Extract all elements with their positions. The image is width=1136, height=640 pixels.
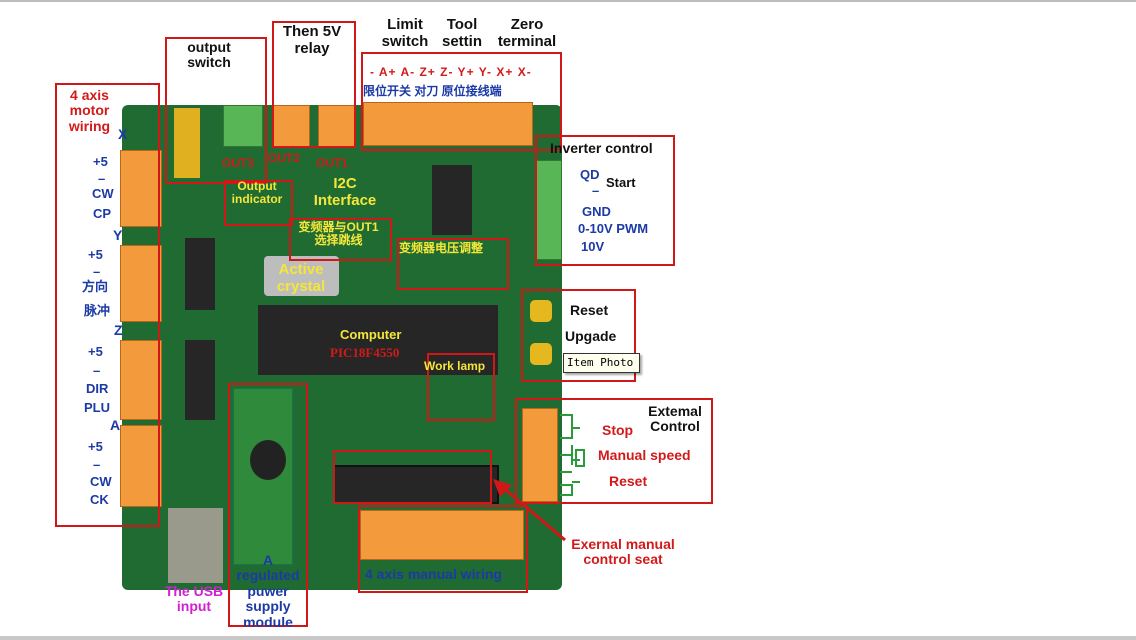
usb-port <box>168 508 223 583</box>
power-module-label: A regulated puwer supply module <box>236 552 300 630</box>
output-indicator-label: Output indicator <box>231 179 283 207</box>
axis-z-label: Z <box>114 322 123 338</box>
output-switch-label: output switch <box>187 39 231 71</box>
inductor <box>250 440 286 480</box>
terminal-x <box>120 150 162 227</box>
tool-setting-label: Tool settin <box>441 16 482 50</box>
pin-label: DIR <box>86 381 109 396</box>
pin-label: CW <box>90 474 112 489</box>
ic-chip <box>185 238 215 310</box>
mcu-chip <box>258 305 498 375</box>
limit-switch-label: Limit switch <box>381 16 429 50</box>
axis-y-label: Y <box>113 227 123 243</box>
ic-chip <box>432 165 472 235</box>
upgrade-button-photo <box>530 343 552 365</box>
limit-pins-label: - A+ A- Z+ Z- Y+ Y- X+ X- <box>370 65 532 79</box>
out3-label: OUT3 <box>222 156 255 170</box>
terminal-external <box>522 408 558 502</box>
pin-label: – <box>98 171 106 186</box>
crystal <box>264 256 339 296</box>
pin-label: – <box>93 363 101 378</box>
arrow-icon <box>493 479 566 542</box>
terminal-y <box>120 245 162 322</box>
ic-chip <box>185 340 215 420</box>
terminal-manual <box>360 510 524 560</box>
relay-box <box>272 21 356 148</box>
i2c-label: I2C Interface <box>313 175 377 209</box>
limit-cn-label: 限位开关 对刀 原位接线端 <box>363 84 502 98</box>
out1-label: OUT1 <box>316 156 349 170</box>
manual-wiring-label: 4 axis manual wiring <box>365 566 502 582</box>
pin-label: – <box>93 457 101 472</box>
relay-label: Then 5V relay <box>282 23 342 57</box>
stop-label: Stop <box>602 422 634 438</box>
axis-a-label: A <box>110 417 121 433</box>
axis-x-label: X <box>118 126 128 142</box>
dash-label: – <box>592 183 600 198</box>
pin-label: +5 <box>88 247 103 262</box>
motor-wiring-label: 4 axis motor wiring <box>68 87 111 134</box>
switch-schematic-icon <box>560 414 585 496</box>
manual-seat-box <box>333 450 492 504</box>
output-switch-box <box>165 37 267 184</box>
upgrade-label: Upgade <box>565 328 617 344</box>
qd-label: QD <box>580 167 600 182</box>
external-control-title: Extemal Control <box>648 403 702 435</box>
computer-label: Computer <box>340 327 402 342</box>
reset-upgrade-box <box>521 289 636 382</box>
terminal-z <box>120 340 162 420</box>
start-label: Start <box>606 175 636 190</box>
terminal-limit <box>363 102 533 146</box>
limit-box <box>361 52 562 151</box>
pin-label: 脉冲 <box>84 303 111 318</box>
work-lamp-label: Work lamp <box>424 359 486 373</box>
inverter-box <box>535 135 675 266</box>
external-reset-label: Reset <box>609 473 648 489</box>
tooltip: Item Photo <box>563 353 640 373</box>
terminal-output-switch <box>223 105 263 147</box>
pin-label: 方向 <box>82 279 109 294</box>
idc-header <box>333 465 499 504</box>
relay-component <box>174 108 200 178</box>
v10-label: 10V <box>581 239 605 254</box>
pin-label: PLU <box>84 400 110 415</box>
pin-label: CW <box>92 186 114 201</box>
motor-wiring-box <box>55 83 160 527</box>
bottom-border <box>0 636 1136 640</box>
active-crystal-label: Active crystal <box>276 261 326 295</box>
work-lamp-box <box>427 353 495 421</box>
jumper-box <box>289 218 392 261</box>
inverter-title: Inverter control <box>550 140 653 156</box>
pwm-label: 0-10V PWM <box>578 221 649 236</box>
usb-input-label: The USB input <box>164 583 224 615</box>
manual-seat-label: Exernal manual control seat <box>571 536 675 568</box>
mcu-label: PIC18F4550 <box>330 345 400 360</box>
pin-label: CP <box>93 206 112 221</box>
output-indicator-box <box>224 180 293 226</box>
manual-speed-label: Manual speed <box>598 447 691 463</box>
out2-label: OUT2 <box>268 151 301 165</box>
zero-terminal-label: Zero terminal <box>497 16 557 50</box>
pin-label: – <box>93 264 101 279</box>
power-module-box <box>228 383 308 627</box>
top-border <box>0 0 1136 2</box>
pin-label: +5 <box>88 344 103 359</box>
voltage-adjust-box <box>397 238 509 290</box>
pin-label: +5 <box>93 154 108 169</box>
jumper-cn-label: 变频器与OUT1 选择跳线 <box>298 220 379 248</box>
pin-label: CK <box>90 492 109 507</box>
manual-wiring-box <box>358 505 528 593</box>
external-control-box <box>515 398 713 504</box>
reset-button-photo <box>530 300 552 322</box>
terminal-a <box>120 425 162 507</box>
voltage-adjust-label: 变频器电压调整 <box>399 241 484 255</box>
pin-label: +5 <box>88 439 103 454</box>
gnd-label: GND <box>582 204 611 219</box>
reset-label: Reset <box>570 302 609 318</box>
